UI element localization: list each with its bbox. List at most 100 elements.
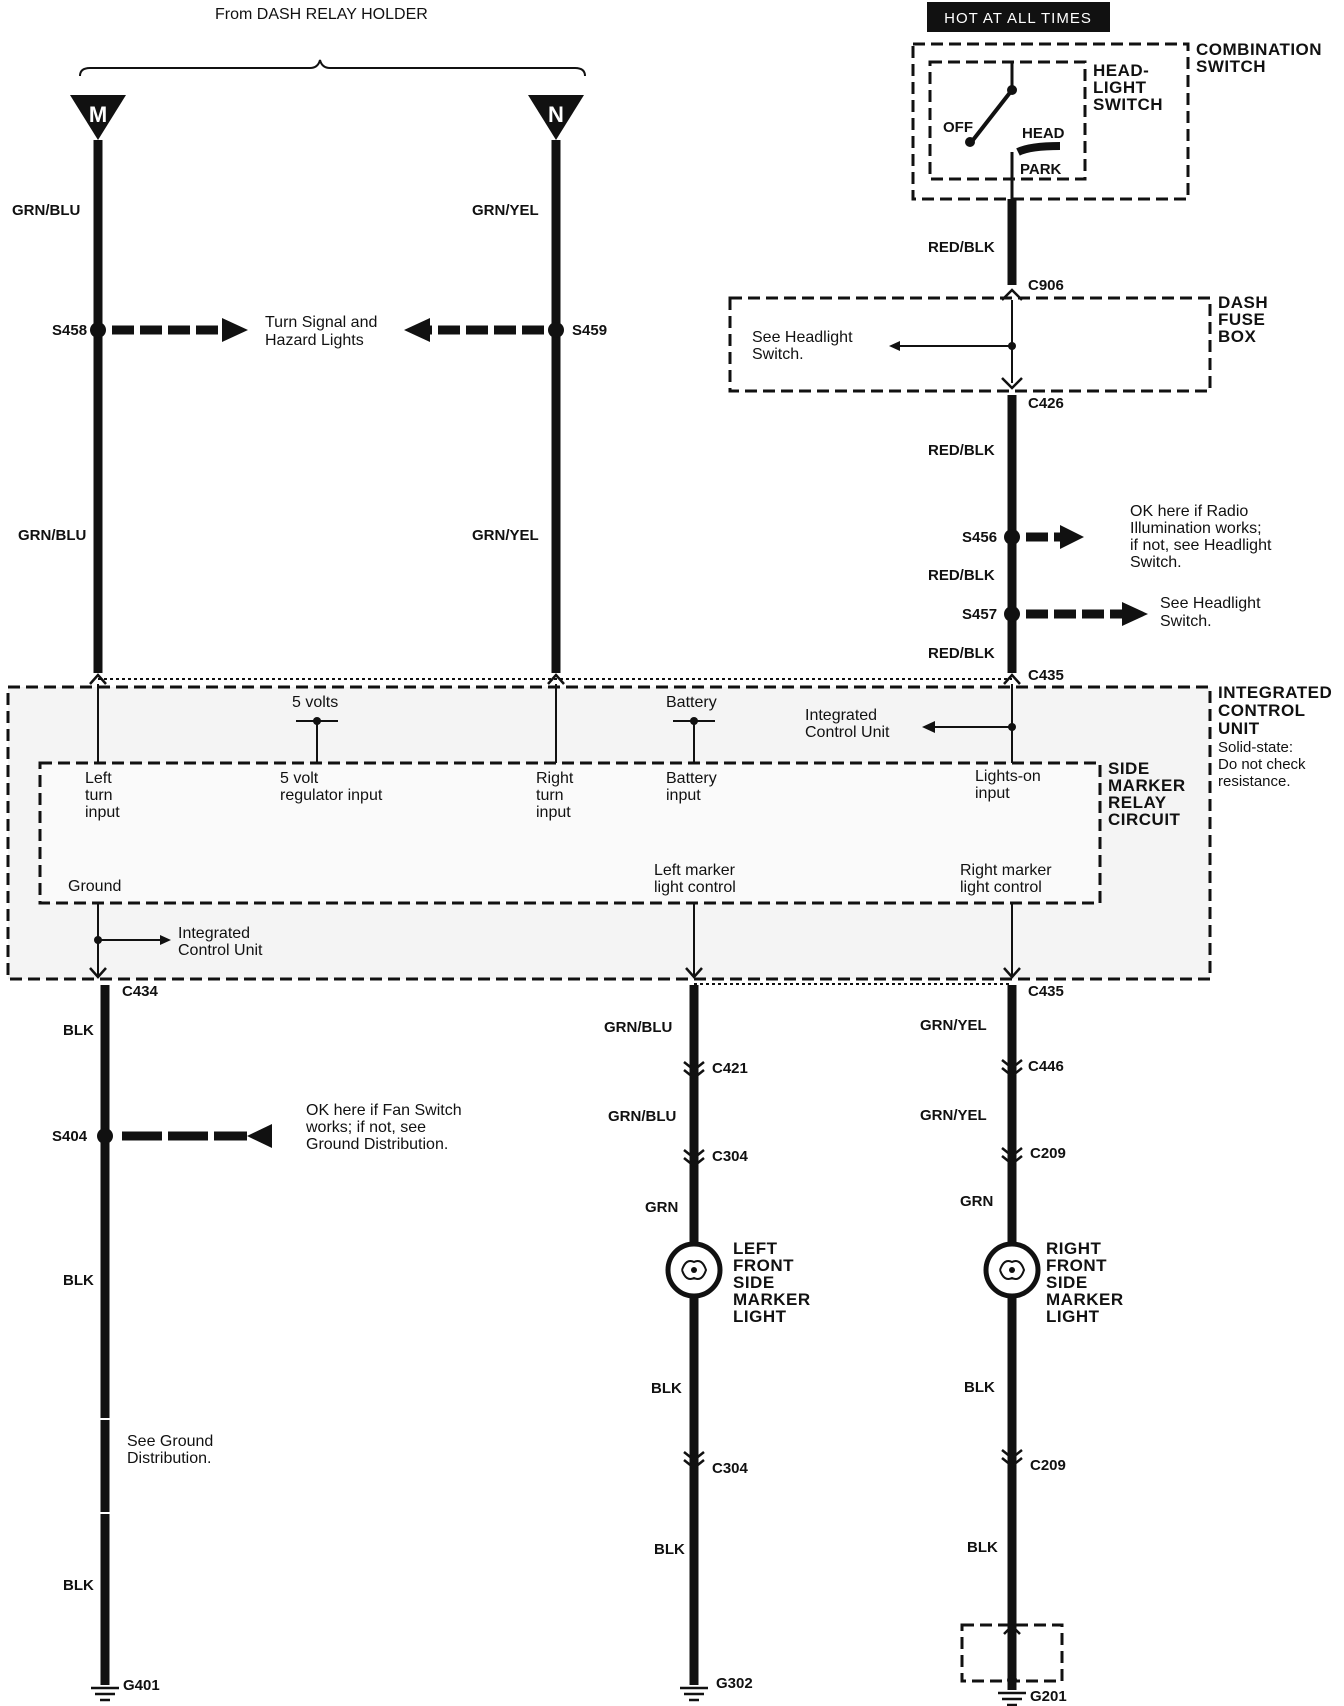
switch-park-label: PARK bbox=[1020, 161, 1062, 178]
dash-fuse-box-title-1: DASH bbox=[1218, 293, 1268, 312]
connector-c304-upper-label: C304 bbox=[712, 1148, 749, 1165]
dash-fuse-box-title-3: BOX bbox=[1218, 327, 1257, 346]
switch-head-park-contact bbox=[1016, 142, 1061, 156]
lights-on-input-1: Lights-on bbox=[975, 768, 1041, 785]
combination-switch-title-1: COMBINATION bbox=[1196, 40, 1322, 59]
ground-g401-symbol bbox=[91, 1686, 119, 1702]
right-light-3: SIDE bbox=[1046, 1273, 1088, 1292]
wire-label-red-blk-3: RED/BLK bbox=[928, 567, 995, 584]
wire-label-red-blk-2: RED/BLK bbox=[928, 442, 995, 459]
connector-c421-label: C421 bbox=[712, 1060, 748, 1077]
left-marker-control-1: Left marker bbox=[654, 862, 736, 879]
splice-s458 bbox=[90, 322, 106, 338]
wire-label-blk-1: BLK bbox=[63, 1022, 94, 1039]
right-light-1: RIGHT bbox=[1046, 1239, 1102, 1258]
icu-solid-3: resistance. bbox=[1218, 773, 1291, 790]
g201-junction bbox=[1007, 1675, 1017, 1685]
right-turn-input-2: turn bbox=[536, 787, 564, 804]
wire-label-blk-7: BLK bbox=[967, 1539, 998, 1556]
ground-note-2: Distribution. bbox=[127, 1450, 211, 1467]
ground-g201-label: G201 bbox=[1030, 1688, 1067, 1705]
headlight-switch-title-2: LIGHT bbox=[1093, 78, 1147, 97]
dash-fuse-box bbox=[728, 296, 1212, 393]
combination-switch-title-2: SWITCH bbox=[1196, 57, 1266, 76]
right-marker-control-2: light control bbox=[960, 879, 1042, 896]
connector-c446 bbox=[1001, 1059, 1023, 1078]
battery-label: Battery bbox=[666, 694, 717, 711]
wire-label-grn-yel-3: GRN/YEL bbox=[920, 1017, 987, 1034]
splice-s459 bbox=[548, 322, 564, 338]
left-light-2: FRONT bbox=[733, 1256, 794, 1275]
terminal-m-triangle bbox=[70, 95, 126, 140]
splice-s404-label: S404 bbox=[52, 1128, 88, 1145]
right-light-5: LIGHT bbox=[1046, 1307, 1100, 1326]
splice-s404 bbox=[97, 1128, 113, 1144]
relay-title-4: CIRCUIT bbox=[1108, 810, 1181, 829]
battery-input-2: input bbox=[666, 787, 701, 804]
connector-c209-lower-label: C209 bbox=[1030, 1457, 1066, 1474]
lights-on-input-2: input bbox=[975, 785, 1010, 802]
connector-c304-lower-label: C304 bbox=[712, 1460, 749, 1477]
s456-arrowhead bbox=[1060, 525, 1084, 549]
wire-label-grn-1: GRN bbox=[645, 1199, 678, 1216]
ground-g201-symbol bbox=[998, 1691, 1026, 1706]
headlight-note-1: See Headlight bbox=[1160, 595, 1261, 612]
connector-c304-lower bbox=[683, 1451, 705, 1470]
relay-title-1: SIDE bbox=[1108, 759, 1150, 778]
icu-ground-ref-1: Integrated bbox=[178, 925, 250, 942]
connector-c209-upper-label: C209 bbox=[1030, 1145, 1066, 1162]
connector-c435-top-right bbox=[1003, 673, 1021, 685]
splice-s459-label: S459 bbox=[572, 322, 607, 339]
splice-s458-label: S458 bbox=[52, 322, 87, 339]
splice-s456 bbox=[1004, 529, 1020, 545]
connector-c435-top-label: C435 bbox=[1028, 667, 1064, 684]
switch-off-contact bbox=[965, 137, 975, 147]
right-turn-input-3: input bbox=[536, 804, 571, 821]
g201-connector bbox=[1003, 1624, 1021, 1635]
terminal-n-label: N bbox=[548, 102, 564, 127]
connector-c426 bbox=[1001, 377, 1023, 390]
splice-s457 bbox=[1004, 606, 1020, 622]
radio-note-3: if not, see Headlight bbox=[1130, 537, 1272, 554]
hot-at-all-times-box bbox=[927, 2, 1110, 32]
s404-arrowhead bbox=[247, 1124, 272, 1148]
fan-note-2: works; if not, see bbox=[305, 1119, 426, 1136]
wire-label-blk-2: BLK bbox=[63, 1272, 94, 1289]
connector-c906-label: C906 bbox=[1028, 277, 1064, 294]
right-turn-input-1: Right bbox=[536, 770, 574, 787]
left-light-3: SIDE bbox=[733, 1273, 775, 1292]
combination-switch-box bbox=[911, 42, 1190, 201]
s457-arrowhead bbox=[1122, 602, 1148, 626]
fan-note-1: OK here if Fan Switch bbox=[306, 1102, 462, 1119]
right-light-2: FRONT bbox=[1046, 1256, 1107, 1275]
connector-c209-upper bbox=[1001, 1147, 1023, 1166]
wire-label-grn-yel-4: GRN/YEL bbox=[920, 1107, 987, 1124]
regulator-input-1: 5 volt bbox=[280, 770, 319, 787]
icu-title-3: UNIT bbox=[1218, 719, 1260, 738]
icu-ref-1: Integrated bbox=[805, 707, 877, 724]
left-marker-lamp bbox=[665, 1241, 723, 1299]
five-volts-label: 5 volts bbox=[292, 694, 338, 711]
wire-label-grn-blu-4: GRN/BLU bbox=[608, 1108, 676, 1125]
terminal-m-label: M bbox=[89, 102, 107, 127]
fuse-box-note-2: Switch. bbox=[752, 346, 804, 363]
icu-ref-2: Control Unit bbox=[805, 724, 890, 741]
splice-s456-label: S456 bbox=[962, 529, 997, 546]
from-relay-label: From DASH RELAY HOLDER bbox=[215, 6, 428, 23]
switch-head-label: HEAD bbox=[1022, 125, 1065, 142]
icu-solid-1: Solid-state: bbox=[1218, 739, 1293, 756]
left-light-1: LEFT bbox=[733, 1239, 778, 1258]
right-marker-control-1: Right marker bbox=[960, 862, 1052, 879]
headlight-switch-title-1: HEAD- bbox=[1093, 61, 1149, 80]
radio-note-1: OK here if Radio bbox=[1130, 503, 1248, 520]
connector-c434-label: C434 bbox=[122, 983, 159, 1000]
connector-c446-label: C446 bbox=[1028, 1058, 1064, 1075]
connector-c209-lower bbox=[1001, 1449, 1023, 1468]
ground-dist-break-top bbox=[97, 1418, 113, 1420]
wire-label-blk-3: BLK bbox=[63, 1577, 94, 1594]
left-turn-input-3: input bbox=[85, 804, 120, 821]
headlight-note-2: Switch. bbox=[1160, 613, 1212, 630]
left-turn-input-2: turn bbox=[85, 787, 113, 804]
headlight-switch-title-3: SWITCH bbox=[1093, 95, 1163, 114]
wire-label-blk-4: BLK bbox=[651, 1380, 682, 1397]
